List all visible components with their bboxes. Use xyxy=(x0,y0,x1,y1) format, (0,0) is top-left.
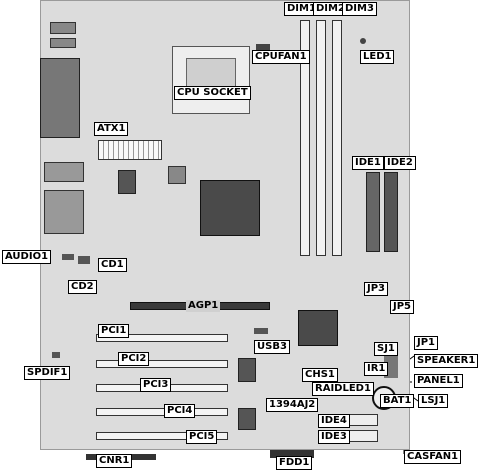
label-atx1: ATX1 xyxy=(94,122,129,136)
label-cd2: CD2 xyxy=(68,280,97,294)
label-jp3: JP3 xyxy=(364,282,389,296)
atx-power-connector xyxy=(98,140,162,160)
cpu-fan-connector xyxy=(256,44,270,50)
pci-slot-1 xyxy=(96,334,228,342)
audio-header xyxy=(62,254,74,260)
label-casfan1: CASFAN1 xyxy=(404,450,462,464)
chip-small-3 xyxy=(238,358,256,382)
label-1394aj2: 1394AJ2 xyxy=(266,398,319,412)
dimm-slot-1 xyxy=(300,20,310,256)
label-pci3: PCI3 xyxy=(140,378,172,392)
label-cpufan1: CPUFAN1 xyxy=(252,50,310,64)
label-ir1: IR1 xyxy=(364,362,389,376)
label-ide4: IDE4 xyxy=(318,414,350,428)
led-indicator xyxy=(360,38,366,44)
chip-small-4 xyxy=(238,408,256,430)
chip-small-1 xyxy=(118,170,136,194)
label-speaker1: SPEAKER1 xyxy=(414,354,479,368)
io-port-ps2 xyxy=(50,22,76,34)
pci-slot-5 xyxy=(96,432,228,440)
label-chs1: CHS1 xyxy=(302,368,338,382)
label-ide2: IDE2 xyxy=(384,156,416,170)
label-pci4: PCI4 xyxy=(164,404,196,418)
pci-slot-2 xyxy=(96,360,228,368)
label-jp5: JP5 xyxy=(390,300,415,314)
io-port-audio xyxy=(44,190,84,234)
ide2-connector xyxy=(384,172,398,252)
label-raidled1: RAIDLED1 xyxy=(312,382,374,396)
label-spdif1: SPDIF1 xyxy=(24,366,71,380)
label-lsj1: LSJ1 xyxy=(418,394,449,408)
label-agp1: AGP1 xyxy=(186,300,221,312)
label-fdd1: FDD1 xyxy=(276,456,313,470)
label-pci5: PCI5 xyxy=(186,430,218,444)
dimm-slot-2 xyxy=(316,20,326,256)
label-cd1: CD1 xyxy=(98,258,127,272)
ide1-connector xyxy=(366,172,380,252)
dimm-slot-3 xyxy=(332,20,342,256)
label-bat1: BAT1 xyxy=(380,394,415,408)
label-sj1: SJ1 xyxy=(374,342,398,356)
io-port-lan xyxy=(44,162,84,182)
label-cnr1: CNR1 xyxy=(96,454,133,468)
io-port-serial xyxy=(40,58,80,138)
label-ide1: IDE1 xyxy=(352,156,384,170)
label-panel1: PANEL1 xyxy=(414,374,463,388)
label-cpu-socket: CPU SOCKET xyxy=(174,86,251,100)
label-jp1: JP1 xyxy=(414,336,439,350)
pci-slot-4 xyxy=(96,408,228,416)
southbridge-chip xyxy=(298,310,338,346)
label-dim3: DIM3 xyxy=(342,2,377,16)
label-ide3: IDE3 xyxy=(318,430,350,444)
label-led1: LED1 xyxy=(360,50,395,64)
northbridge-chip xyxy=(200,180,260,236)
label-usb3: USB3 xyxy=(254,340,290,354)
label-dim1: DIM1 xyxy=(284,2,319,16)
fdd-connector xyxy=(270,450,314,458)
cd-header xyxy=(78,256,90,264)
usb3-header xyxy=(254,328,268,334)
label-audio1: AUDIO1 xyxy=(2,250,52,264)
label-pci2: PCI2 xyxy=(118,352,150,366)
chip-small-2 xyxy=(168,166,186,184)
spdif-header xyxy=(52,352,60,358)
label-pci1: PCI1 xyxy=(98,324,130,338)
io-port-usb xyxy=(50,38,76,48)
